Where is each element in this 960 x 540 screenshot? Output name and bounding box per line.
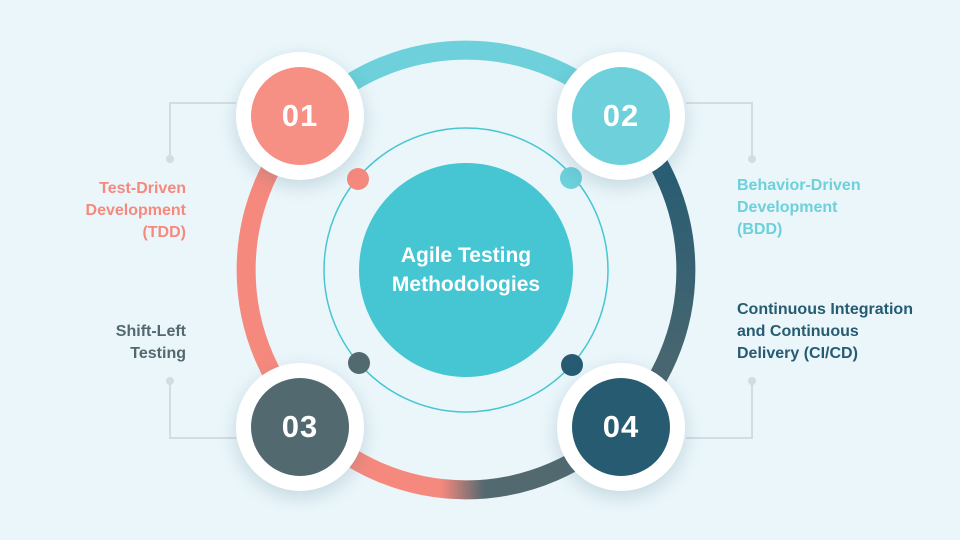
node-03: 03 [236,363,364,491]
label-shift-left: Shift-Left Testing [40,321,186,365]
label-cicd-line-3: Delivery (CI/CD) [737,345,858,362]
label-tdd-line-1: Test-Driven [99,180,186,197]
label-shift-left-line-1: Shift-Left [115,323,186,340]
label-bdd-line-1: Behavior-Driven [737,177,861,194]
label-bdd: Behavior-Driven Development (BDD) [737,175,937,241]
node-04-badge: 04 [572,378,670,476]
node-02: 02 [557,52,685,180]
center-title-line-2: Methodologies [391,273,541,296]
orbit-dot-cicd [561,354,583,376]
node-01-badge: 01 [251,67,349,165]
connector-bdd [686,102,756,163]
inner-orbit-ring [323,127,609,413]
node-04: 04 [557,363,685,491]
center-title: Agile Testing Methodologies [366,241,566,299]
center-title-line-1: Agile Testing [400,244,532,267]
node-02-badge: 02 [572,67,670,165]
connector-shift-left [166,377,236,439]
orbit-dot-tdd [347,168,369,190]
label-tdd-line-3: (TDD) [142,224,186,241]
label-cicd-line-1: Continuous Integration [737,301,913,318]
center-title-disc: Agile Testing Methodologies [359,163,573,377]
label-tdd-line-2: Development [85,202,186,219]
label-bdd-line-3: (BDD) [737,221,783,238]
label-bdd-line-2: Development [737,199,838,216]
orbit-dot-shift-left [348,352,370,374]
connector-cicd [686,377,756,439]
label-shift-left-line-2: Testing [130,345,186,362]
label-cicd-line-2: and Continuous [737,323,859,340]
node-01: 01 [236,52,364,180]
orbit-dot-bdd [560,167,582,189]
label-cicd: Continuous Integration and Continuous De… [737,299,952,365]
node-03-badge: 03 [251,378,349,476]
label-tdd: Test-Driven Development (TDD) [40,178,186,244]
connector-tdd [166,102,236,163]
